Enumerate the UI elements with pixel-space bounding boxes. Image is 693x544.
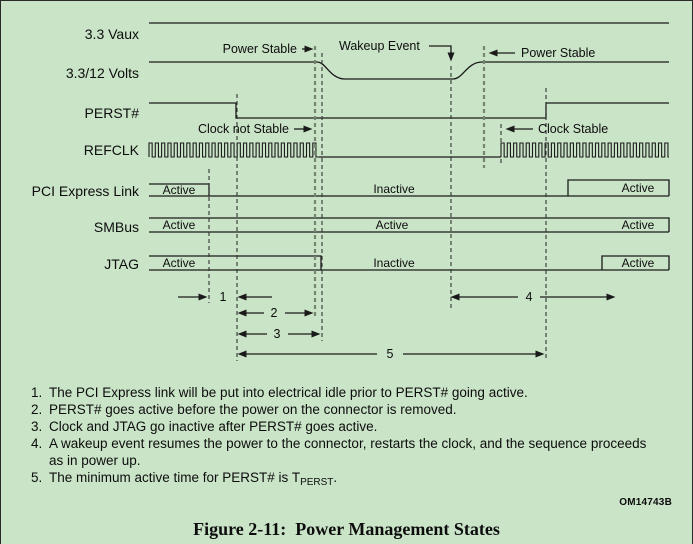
- timing-interval-arrows: [178, 293, 616, 358]
- wakeup-event-arrow: [429, 45, 455, 62]
- jtag-waveform: [149, 255, 670, 271]
- signal-label-jtag: JTAG: [104, 256, 139, 272]
- timing-marker-5: 5: [386, 346, 394, 361]
- signal-label-volts: 3.3/12 Volts: [65, 65, 139, 81]
- signal-label-perst: PERST#: [84, 105, 139, 121]
- perst-waveform: [149, 102, 669, 119]
- smbus-waveform: [149, 217, 670, 233]
- note-2: 2. PERST# goes active before the power o…: [31, 401, 684, 418]
- timing-marker-4: 4: [525, 289, 533, 304]
- figure-caption: Figure 2-11: Power Management States: [193, 519, 500, 539]
- state-label-jtag-active-left: Active: [162, 256, 196, 270]
- note-number: 4.: [31, 436, 43, 451]
- dashed-event-lines: [208, 53, 547, 361]
- state-label-jtag-inactive: Inactive: [373, 256, 415, 270]
- annotation-wakeup-event: Wakeup Event: [339, 38, 420, 53]
- gray-dashed-lines: [313, 46, 486, 319]
- state-label-jtag-active-right: Active: [621, 256, 655, 270]
- note-text: The minimum active time for PERST# is TP…: [49, 469, 684, 491]
- note-3: 3. Clock and JTAG go inactive after PERS…: [31, 418, 684, 435]
- timing-marker-3: 3: [273, 326, 281, 341]
- state-label-pci-active-left: Active: [162, 183, 196, 197]
- note-text: The PCI Express link will be put into el…: [49, 385, 528, 400]
- note-number: 1.: [31, 385, 43, 400]
- refclk-burst-left: [148, 142, 319, 158]
- state-label-smbus-active-right: Active: [621, 218, 655, 232]
- annotation-power-stable-right: Power Stable: [521, 45, 596, 60]
- signal-label-vaux: 3.3 Vaux: [84, 26, 139, 42]
- refclk-burst-right: [500, 142, 669, 158]
- note-text-suffix: .: [333, 470, 338, 485]
- note-4-continuation: as in power up.: [31, 452, 684, 469]
- state-label-pci-inactive: Inactive: [373, 182, 415, 196]
- state-label-pci-active-right: Active: [621, 181, 655, 195]
- volts-waveform: [149, 61, 669, 80]
- note-text-prefix: The minimum active time for PERST# is T: [49, 470, 301, 485]
- note-4: 4. A wakeup event resumes the power to t…: [31, 435, 684, 452]
- note-text: as in power up.: [49, 453, 141, 468]
- figure-watermark: OM14743B: [619, 497, 672, 508]
- refclk-bursts: [148, 142, 669, 158]
- signal-label-refclk: REFCLK: [83, 142, 139, 158]
- annotation-clock-not-stable: Clock not Stable: [197, 121, 289, 136]
- timing-marker-2: 2: [270, 305, 278, 320]
- note-number: [31, 452, 49, 469]
- signal-waveforms: [149, 22, 670, 271]
- state-label-smbus-active-mid: Active: [375, 218, 409, 232]
- note-number: 3.: [31, 419, 43, 434]
- note-text: A wakeup event resumes the power to the …: [49, 436, 647, 451]
- annotation-arrows: [294, 45, 533, 133]
- signal-label-pci-express-link: PCI Express Link: [31, 183, 139, 199]
- note-1: 1. The PCI Express link will be put into…: [31, 384, 684, 401]
- tperst-subscript: PERST: [300, 477, 334, 488]
- note-5: 5. The minimum active time for PERST# is…: [31, 469, 684, 491]
- note-number: 5.: [31, 470, 43, 485]
- note-text: PERST# goes active before the power on t…: [49, 402, 457, 417]
- timing-marker-1: 1: [219, 289, 227, 304]
- notes-list: 1. The PCI Express link will be put into…: [31, 384, 684, 491]
- note-text: Clock and JTAG go inactive after PERST# …: [49, 419, 378, 434]
- signal-label-smbus: SMBus: [93, 219, 139, 235]
- note-number: 2.: [31, 402, 43, 417]
- annotation-clock-stable: Clock Stable: [538, 121, 609, 136]
- annotation-power-stable-left: Power Stable: [222, 41, 297, 56]
- state-label-smbus-active-left: Active: [162, 218, 196, 232]
